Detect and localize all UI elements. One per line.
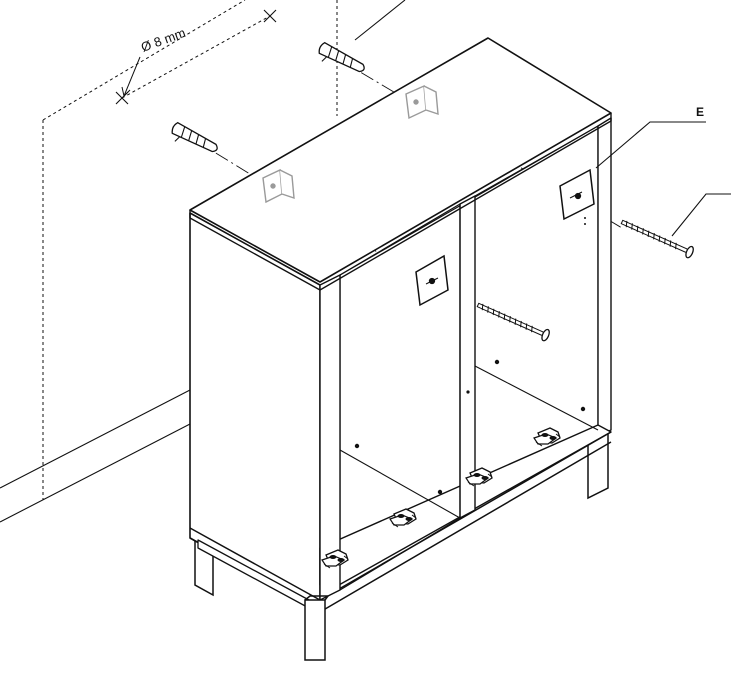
- cabinet-screw-dots: [354, 217, 586, 495]
- skirting-board: [0, 389, 191, 523]
- callout-leader-bracket-e: [595, 121, 706, 169]
- wall-plug-right-icon: [314, 41, 368, 81]
- cabinet-middle-divider-face: [339, 203, 461, 591]
- screw-right-icon: [618, 215, 696, 260]
- screw-dot: [584, 223, 586, 225]
- leg-front-left: [304, 599, 326, 661]
- leader-arrow-icon: [121, 86, 131, 97]
- wall-brackets: [262, 84, 439, 204]
- cabinet-left-front-edge: [319, 274, 341, 601]
- wall-bracket-left-icon: [262, 168, 295, 204]
- drill-diameter-leader: [123, 56, 141, 97]
- drill-diameter-label: Ø 8 mm: [139, 25, 188, 55]
- part-label-e: E: [696, 105, 704, 119]
- leg-front-left-top: [304, 595, 330, 601]
- cabinet-bracket-left-icon: [415, 254, 449, 307]
- drill-guide: Ø 8 mm: [115, 9, 277, 105]
- wall-plug-left-icon: [167, 121, 221, 161]
- drill-spacing-line: [121, 15, 271, 99]
- cabinet-top-thickness: [189, 113, 612, 291]
- cabinet-interior-edge: [339, 125, 599, 519]
- screw-dot: [584, 217, 586, 219]
- drill-mark-right-icon: [263, 9, 277, 23]
- screw-dot: [437, 489, 443, 495]
- cabinet: [189, 37, 612, 615]
- cabinet-legs-front: [304, 595, 330, 661]
- wall: [0, 0, 338, 523]
- callout-leader-screw: [671, 193, 731, 237]
- cabinet-brackets: [415, 168, 595, 307]
- screw-dot: [354, 443, 360, 449]
- wall-top-dashed-edge: [42, 0, 246, 121]
- cabinet-middle-divider: [459, 195, 476, 519]
- callout-leader-plug: [354, 0, 406, 41]
- cabinet-right-side-edge: [597, 117, 612, 437]
- screw-dot: [494, 359, 500, 365]
- callouts: [354, 0, 731, 237]
- wall-bracket-right-icon: [405, 84, 439, 120]
- cabinet-bracket-right-icon: [559, 168, 595, 221]
- screw-dot: [466, 390, 470, 394]
- screw-dot: [580, 406, 586, 412]
